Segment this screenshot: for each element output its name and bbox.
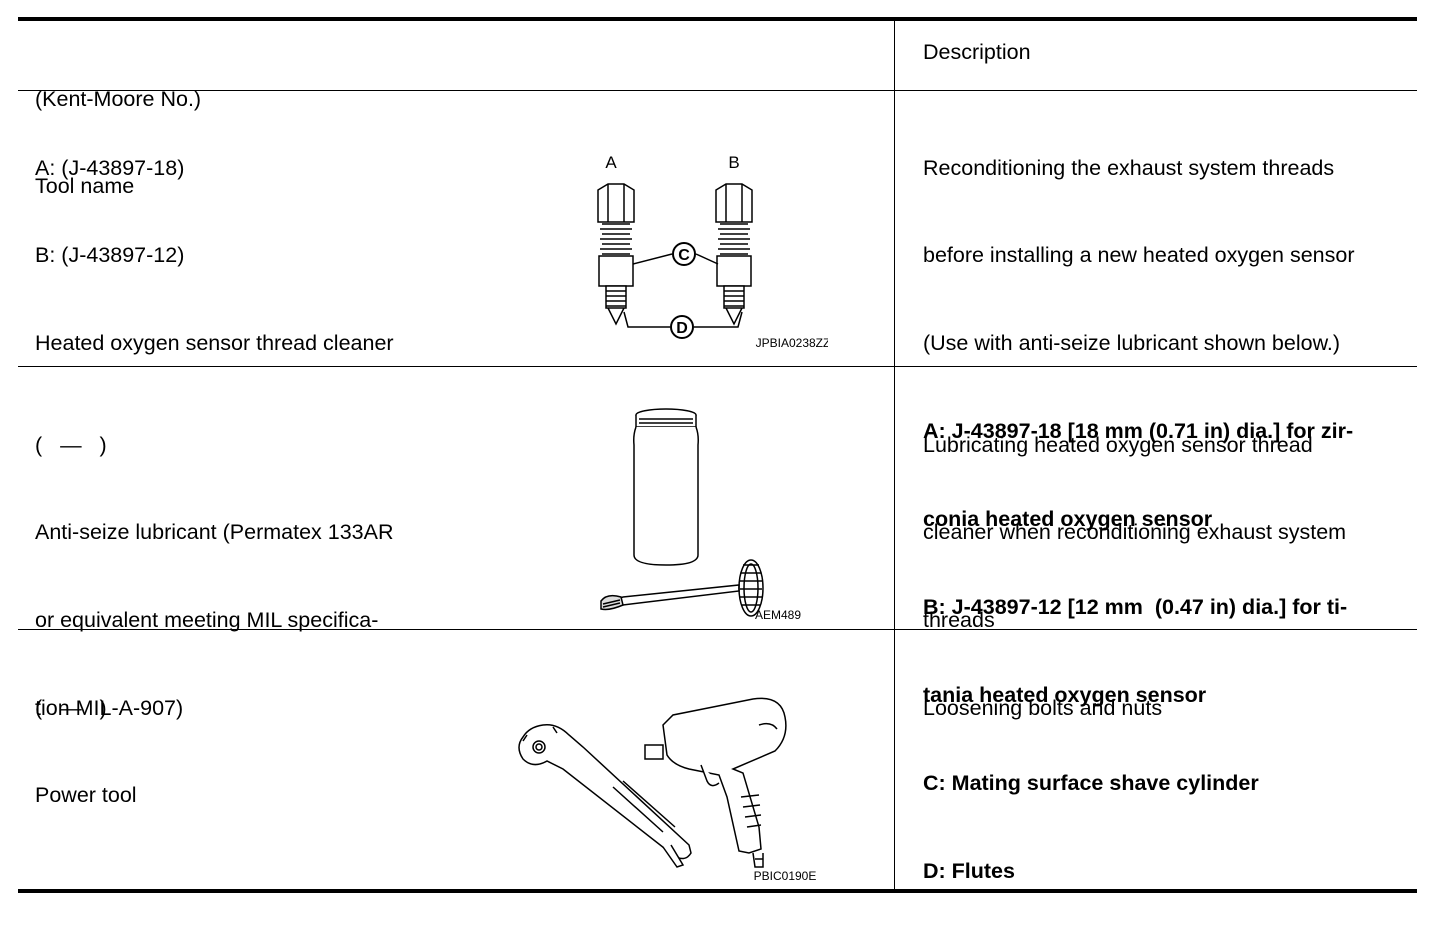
header-divider xyxy=(18,90,1417,91)
row-1-desc-line: before installing a new heated oxygen se… xyxy=(923,243,1355,268)
row-divider-1 xyxy=(18,366,1417,367)
row-1-tool-line: A: (J-43897-18) xyxy=(35,155,185,180)
row-1-tool-cell: A: (J-43897-18) B: (J-43897-12) Heated o… xyxy=(35,95,394,417)
table-top-rule xyxy=(18,17,1417,21)
label-a: A xyxy=(605,153,617,172)
row-1-tool-line: B: (J-43897-12) xyxy=(35,243,185,268)
row-2-desc-line: threads xyxy=(923,608,995,633)
row-3-desc-line: Loosening bolts and nuts xyxy=(923,695,1163,720)
special-tools-table: (Kent-Moore No.) Tool name Description A… xyxy=(18,17,1417,893)
figure-id-aem489: AEM489 xyxy=(755,608,801,620)
row-3-tool-line: ( — ) xyxy=(35,695,107,720)
label-d: D xyxy=(676,320,688,337)
row-2-desc-line: cleaner when reconditioning exhaust syst… xyxy=(923,520,1347,545)
row-1-description-cell: Reconditioning the exhaust system thread… xyxy=(923,95,1354,945)
row-1-desc-line: A: J-43897-18 [18 mm (0.71 in) dia.] for… xyxy=(923,419,1354,444)
row-3-description-cell: Loosening bolts and nuts xyxy=(923,635,1162,781)
row-1-desc-line: B: J-43897-12 [12 mm (0.47 in) dia.] for… xyxy=(923,595,1348,620)
label-b: B xyxy=(728,153,739,172)
row-1-desc-line: conia heated oxygen sensor xyxy=(923,507,1213,532)
table-bottom-rule xyxy=(18,889,1417,893)
header-tool-cell: (Kent-Moore No.) Tool name xyxy=(35,26,201,260)
row-2-description-cell: Lubricating heated oxygen sensor thread … xyxy=(923,372,1346,694)
row-3-tool-line: Power tool xyxy=(35,783,137,808)
row-1-desc-line: Reconditioning the exhaust system thread… xyxy=(923,155,1335,180)
figure-id-pbic0190e: PBIC0190E xyxy=(754,869,817,882)
row-1-desc-line: tania heated oxygen sensor xyxy=(923,682,1207,707)
row-1-desc-line: (Use with anti-seize lubricant shown bel… xyxy=(923,331,1341,356)
row-1-desc-line: C: Mating surface shave cylinder xyxy=(923,770,1259,795)
row-3-tool-cell: ( — ) Power tool xyxy=(35,635,137,869)
header-description-label: Description xyxy=(923,40,1031,64)
row-2-tool-line: tion MIL-A-907) xyxy=(35,696,184,721)
header-tool-name-label: Tool name xyxy=(35,174,135,199)
row-1-tool-line: Heated oxygen sensor thread cleaner xyxy=(35,331,394,356)
row-2-tool-line: ( — ) xyxy=(35,432,107,457)
row-1-desc-line: D: Flutes xyxy=(923,858,1015,883)
row-divider-2 xyxy=(18,629,1417,630)
column-divider xyxy=(894,21,895,889)
row-2-tool-line: or equivalent meeting MIL specifica- xyxy=(35,608,379,633)
power-tool-illustration: PBIC0190E xyxy=(518,697,817,882)
anti-seize-lubricant-illustration: AEM489 xyxy=(600,408,801,620)
row-2-tool-line: Anti-seize lubricant (Permatex 133AR xyxy=(35,520,394,545)
row-2-tool-cell: ( — ) Anti-seize lubricant (Permatex 133… xyxy=(35,372,394,782)
figure-id-jpbia0238zz: JPBIA0238ZZ xyxy=(756,336,828,350)
header-kent-moore-label: (Kent-Moore No.) xyxy=(35,86,202,111)
thread-cleaner-illustration: A B C D JPBIA0238ZZ xyxy=(597,153,828,350)
label-c: C xyxy=(678,247,690,264)
row-2-desc-line: Lubricating heated oxygen sensor thread xyxy=(923,432,1313,457)
